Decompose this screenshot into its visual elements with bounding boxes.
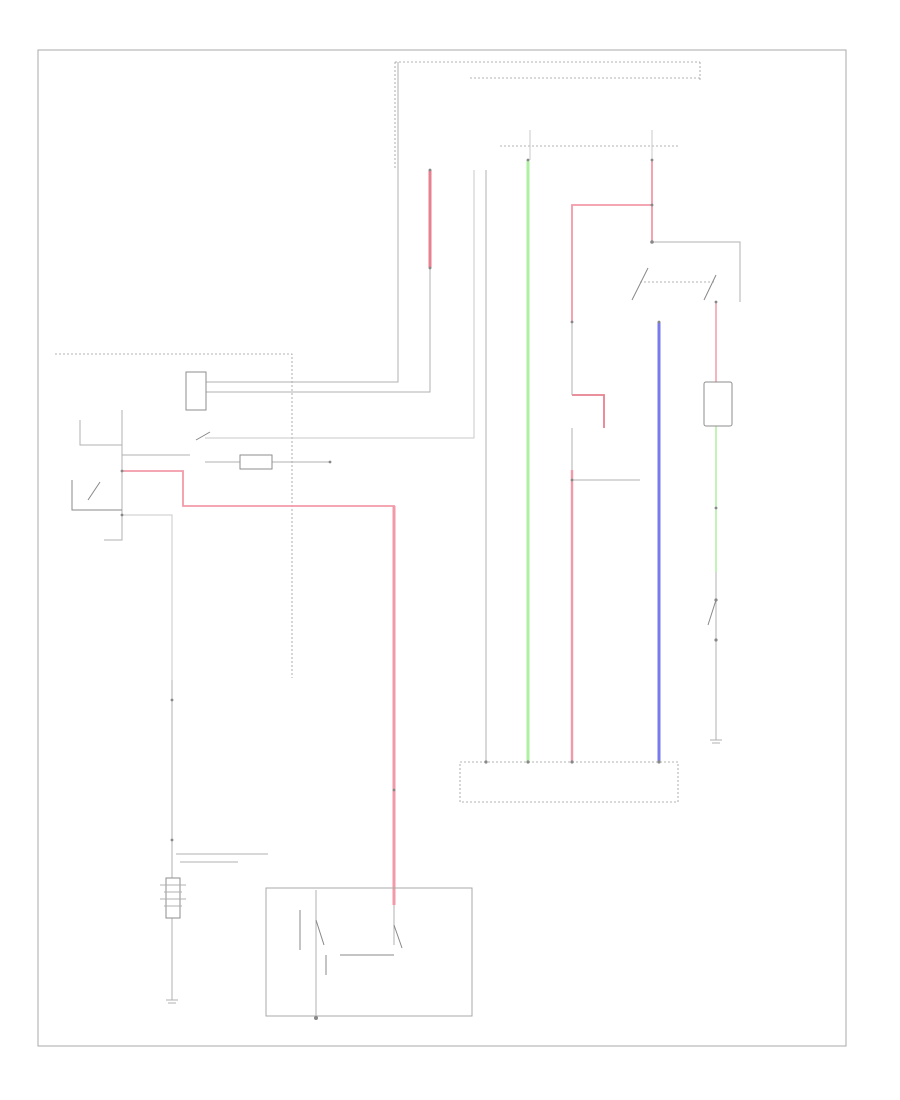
battery-symbol	[160, 877, 186, 919]
relay-box-outline	[55, 353, 293, 678]
starter-motor-box	[265, 887, 473, 1017]
splice-points	[120, 158, 718, 842]
control-module	[703, 381, 733, 427]
red-wire-jumper	[572, 394, 605, 428]
ecm-pins	[484, 760, 661, 764]
wires-gray	[79, 62, 741, 1018]
ecm-connector-box	[459, 761, 679, 803]
distribution-box-outline	[394, 61, 701, 170]
ground-symbol-right	[710, 739, 722, 744]
start-relay	[71, 371, 273, 511]
ground-symbol-left	[166, 999, 178, 1004]
fuse-row	[500, 130, 680, 160]
starter-cut-relay	[631, 240, 717, 301]
red-wire-starter-feed	[122, 470, 395, 905]
neutral-switch	[707, 598, 718, 642]
starter-solenoid	[299, 910, 403, 1020]
diagram-frame	[37, 49, 847, 1047]
red-wire-upper-right	[571, 160, 653, 322]
